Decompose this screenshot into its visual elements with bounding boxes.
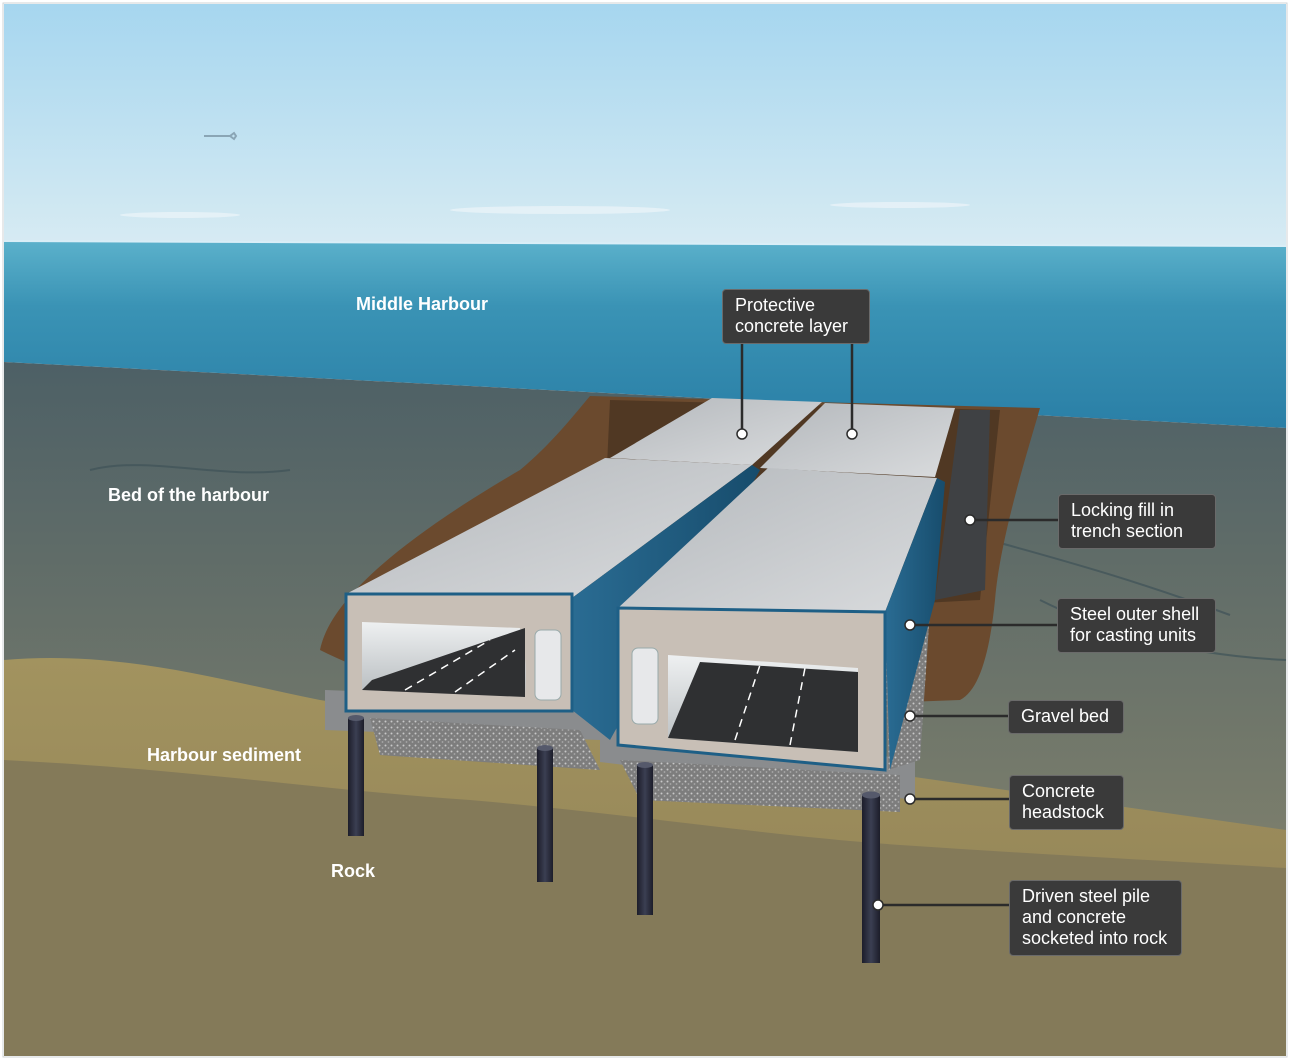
- sky: [4, 4, 1286, 246]
- callout-line: Gravel bed: [1021, 706, 1110, 726]
- pile-3: [637, 765, 653, 915]
- gravel-bed-right: [620, 760, 900, 812]
- callout-locking-fill: Locking fill in trench section: [1058, 494, 1216, 549]
- left-unit-top: [346, 458, 752, 598]
- callout-line: Protective: [735, 295, 816, 315]
- clouds: [120, 202, 970, 218]
- locking-fill: [935, 410, 990, 600]
- callout-line: socketed into rock: [1022, 928, 1168, 948]
- leader-lines: [740, 343, 1058, 907]
- protective-slab-right: [760, 403, 955, 477]
- pile-1: [348, 718, 364, 836]
- callout-line: concrete layer: [735, 316, 849, 336]
- label-rock: Rock: [331, 861, 376, 881]
- pile-2: [537, 748, 553, 882]
- callout-line: Locking fill in: [1071, 500, 1175, 520]
- sea: [4, 241, 1286, 428]
- callout-gravel-bed: Gravel bed: [1008, 700, 1124, 734]
- callout-line: for casting units: [1070, 625, 1197, 645]
- leader-dots: [736, 428, 976, 911]
- callout-driven-steel-pile: Driven steel pile and concrete socketed …: [1009, 880, 1182, 956]
- callout-protective-concrete-layer: Protective concrete layer: [722, 289, 870, 344]
- callout-line: trench section: [1071, 521, 1184, 541]
- callout-concrete-headstock: Concrete headstock: [1009, 775, 1124, 830]
- right-unit-top: [618, 468, 937, 612]
- pile-4: [862, 795, 880, 963]
- left-unit-lane-markings: [404, 639, 516, 693]
- steel-piles: [348, 715, 880, 963]
- left-unit-road-surface: [362, 628, 525, 697]
- right-unit-service-duct: [631, 647, 659, 725]
- callout-line: Concrete: [1022, 781, 1096, 801]
- label-bed-of-harbour: Bed of the harbour: [108, 485, 269, 505]
- protective-slab-left: [610, 398, 822, 465]
- callout-line: Driven steel pile: [1022, 886, 1151, 906]
- right-unit-road-surface: [668, 662, 858, 752]
- airplane-icon: [204, 131, 238, 141]
- callout-line: and concrete: [1022, 907, 1127, 927]
- callout-line: Steel outer shell: [1070, 604, 1200, 624]
- callout-steel-outer-shell: Steel outer shell for casting units: [1057, 598, 1216, 653]
- left-unit-service-duct: [534, 629, 562, 701]
- label-harbour-sediment: Harbour sediment: [147, 745, 302, 765]
- horizon-line: [3, 240, 1287, 247]
- callout-line: headstock: [1022, 802, 1105, 822]
- label-middle-harbour: Middle Harbour: [356, 294, 489, 314]
